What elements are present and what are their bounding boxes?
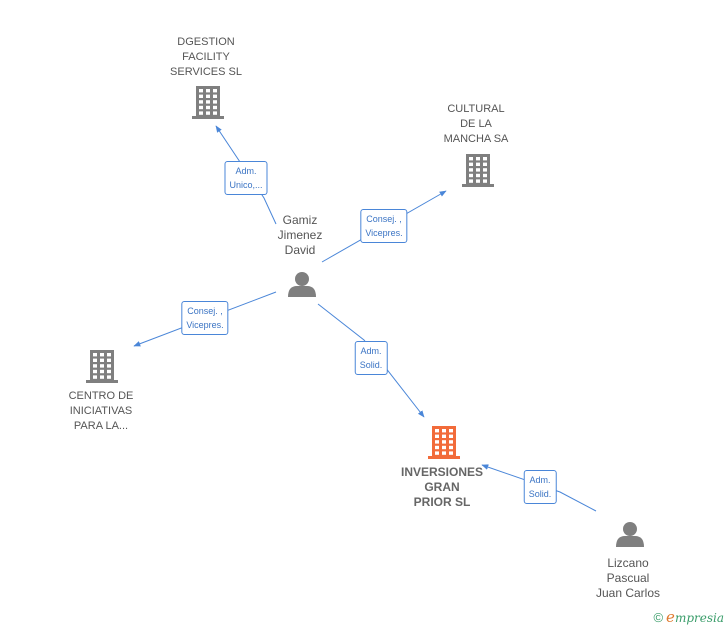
- inversiones-building-icon[interactable]: [428, 426, 460, 459]
- node-label-line: Lizcano: [607, 556, 649, 570]
- brand-watermark[interactable]: © empresia: [653, 608, 724, 626]
- edge-gamiz-to-inversiones: [317, 303, 425, 418]
- role-text-line: Adm.: [529, 475, 551, 485]
- role-text-line: Vicepres.: [186, 320, 224, 330]
- cultural-building-icon[interactable]: [462, 154, 494, 187]
- edge-lizcano-to-inversiones: [481, 464, 597, 512]
- role-text-line: Adm.: [360, 346, 382, 356]
- node-label-line: Gamiz: [282, 213, 318, 227]
- node-label-line: FACILITY: [182, 51, 230, 63]
- node-label-line: CULTURAL: [447, 103, 505, 115]
- role-badge-gamiz-inversiones[interactable]: Adm. Solid.: [354, 341, 388, 375]
- role-text-line: Solid.: [528, 489, 552, 499]
- role-text-line: Consej. ,: [187, 306, 223, 316]
- node-label-line: SERVICES SL: [170, 66, 242, 78]
- node-label-line: CENTRO DE: [68, 390, 134, 402]
- role-badge-lizcano-inversiones[interactable]: Adm. Solid.: [523, 470, 557, 504]
- cultural-label[interactable]: CULTURAL DE LA MANCHA SA: [444, 102, 509, 147]
- node-label-line: PRIOR SL: [413, 495, 471, 509]
- role-text-line: Adm.: [235, 166, 257, 176]
- node-label-line: GRAN: [424, 480, 460, 494]
- node-label-line: INVERSIONES: [400, 465, 484, 479]
- gamiz-person-icon[interactable]: [288, 272, 316, 297]
- role-text-line: Solid.: [359, 360, 383, 370]
- node-label-line: INICIATIVAS: [69, 405, 133, 417]
- centro-building-icon[interactable]: [86, 350, 118, 383]
- node-label-line: Juan Carlos: [595, 586, 661, 600]
- role-text-line: Consej. ,: [366, 214, 402, 224]
- brand-initial: e: [666, 608, 675, 626]
- brand-name: mpresia: [674, 611, 724, 625]
- role-badge-gamiz-cultural[interactable]: Consej. , Vicepres.: [360, 209, 408, 243]
- dgestion-label[interactable]: DGESTION FACILITY SERVICES SL: [170, 35, 242, 80]
- node-label-line: David: [284, 243, 316, 257]
- node-label-line: DE LA: [460, 118, 492, 130]
- node-label-line: Jimenez: [277, 228, 323, 242]
- edge-gamiz-to-dgestion: [215, 125, 277, 225]
- centro-label[interactable]: CENTRO DE INICIATIVAS PARA LA...: [69, 389, 134, 434]
- role-text-line: Unico,...: [229, 180, 263, 190]
- dgestion-building-icon[interactable]: [192, 86, 224, 119]
- lizcano-person-icon[interactable]: [616, 522, 644, 547]
- node-label-line: PARA LA...: [73, 420, 129, 432]
- role-badge-gamiz-dgestion[interactable]: Adm. Unico,...: [224, 161, 268, 195]
- node-label-line: DGESTION: [177, 36, 235, 48]
- role-text-line: Vicepres.: [365, 228, 403, 238]
- role-badge-gamiz-centro[interactable]: Consej. , Vicepres.: [181, 301, 229, 335]
- copyright-icon: ©: [653, 609, 664, 625]
- node-label-line: MANCHA SA: [443, 133, 509, 145]
- node-label-line: Pascual: [606, 571, 650, 585]
